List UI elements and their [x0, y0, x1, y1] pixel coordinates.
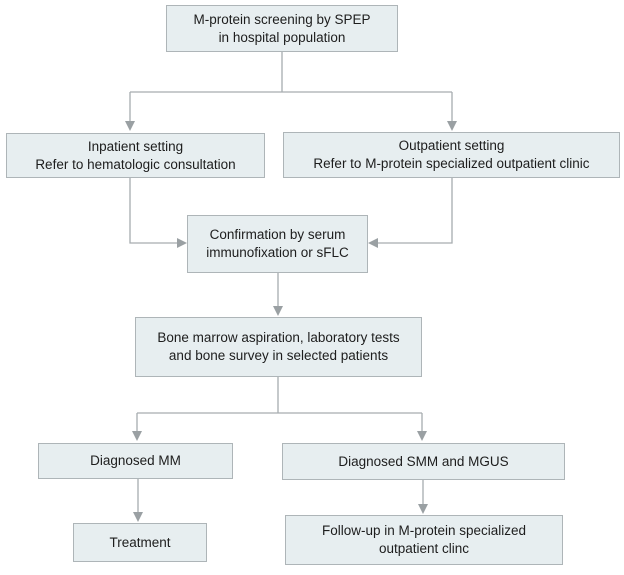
node-screening: M-protein screening by SPEP in hospital …	[166, 5, 398, 52]
arrowhead-to-diagnosed-mm	[132, 431, 142, 441]
arrowhead-to-confirmation-left	[177, 238, 187, 248]
node-followup: Follow-up in M-protein specialized outpa…	[285, 515, 563, 565]
node-diagnosed-mm: Diagnosed MM	[38, 443, 233, 479]
arrowhead-to-confirmation-right	[368, 238, 378, 248]
node-diagnosed-smm-mgus: Diagnosed SMM and MGUS	[282, 443, 565, 480]
node-inpatient: Inpatient setting Refer to hematologic c…	[6, 133, 265, 178]
connector-screening-split	[129, 52, 453, 122]
node-workup: Bone marrow aspiration, laboratory tests…	[135, 317, 422, 377]
arrowhead-to-inpatient	[125, 121, 135, 131]
arrowhead-to-workup	[273, 306, 283, 316]
connector-inpatient-confirmation	[129, 178, 177, 244]
node-outpatient: Outpatient setting Refer to M-protein sp…	[283, 132, 620, 178]
arrowhead-to-treatment	[133, 512, 143, 522]
arrowhead-to-followup	[418, 504, 428, 514]
arrowhead-to-diagnosed-smm	[417, 431, 427, 441]
node-treatment: Treatment	[73, 523, 207, 562]
connector-workup-split	[136, 377, 423, 432]
connector-outpatient-confirmation	[378, 178, 453, 244]
arrowhead-to-outpatient	[447, 121, 457, 131]
node-confirmation: Confirmation by serum immunofixation or …	[187, 215, 368, 273]
